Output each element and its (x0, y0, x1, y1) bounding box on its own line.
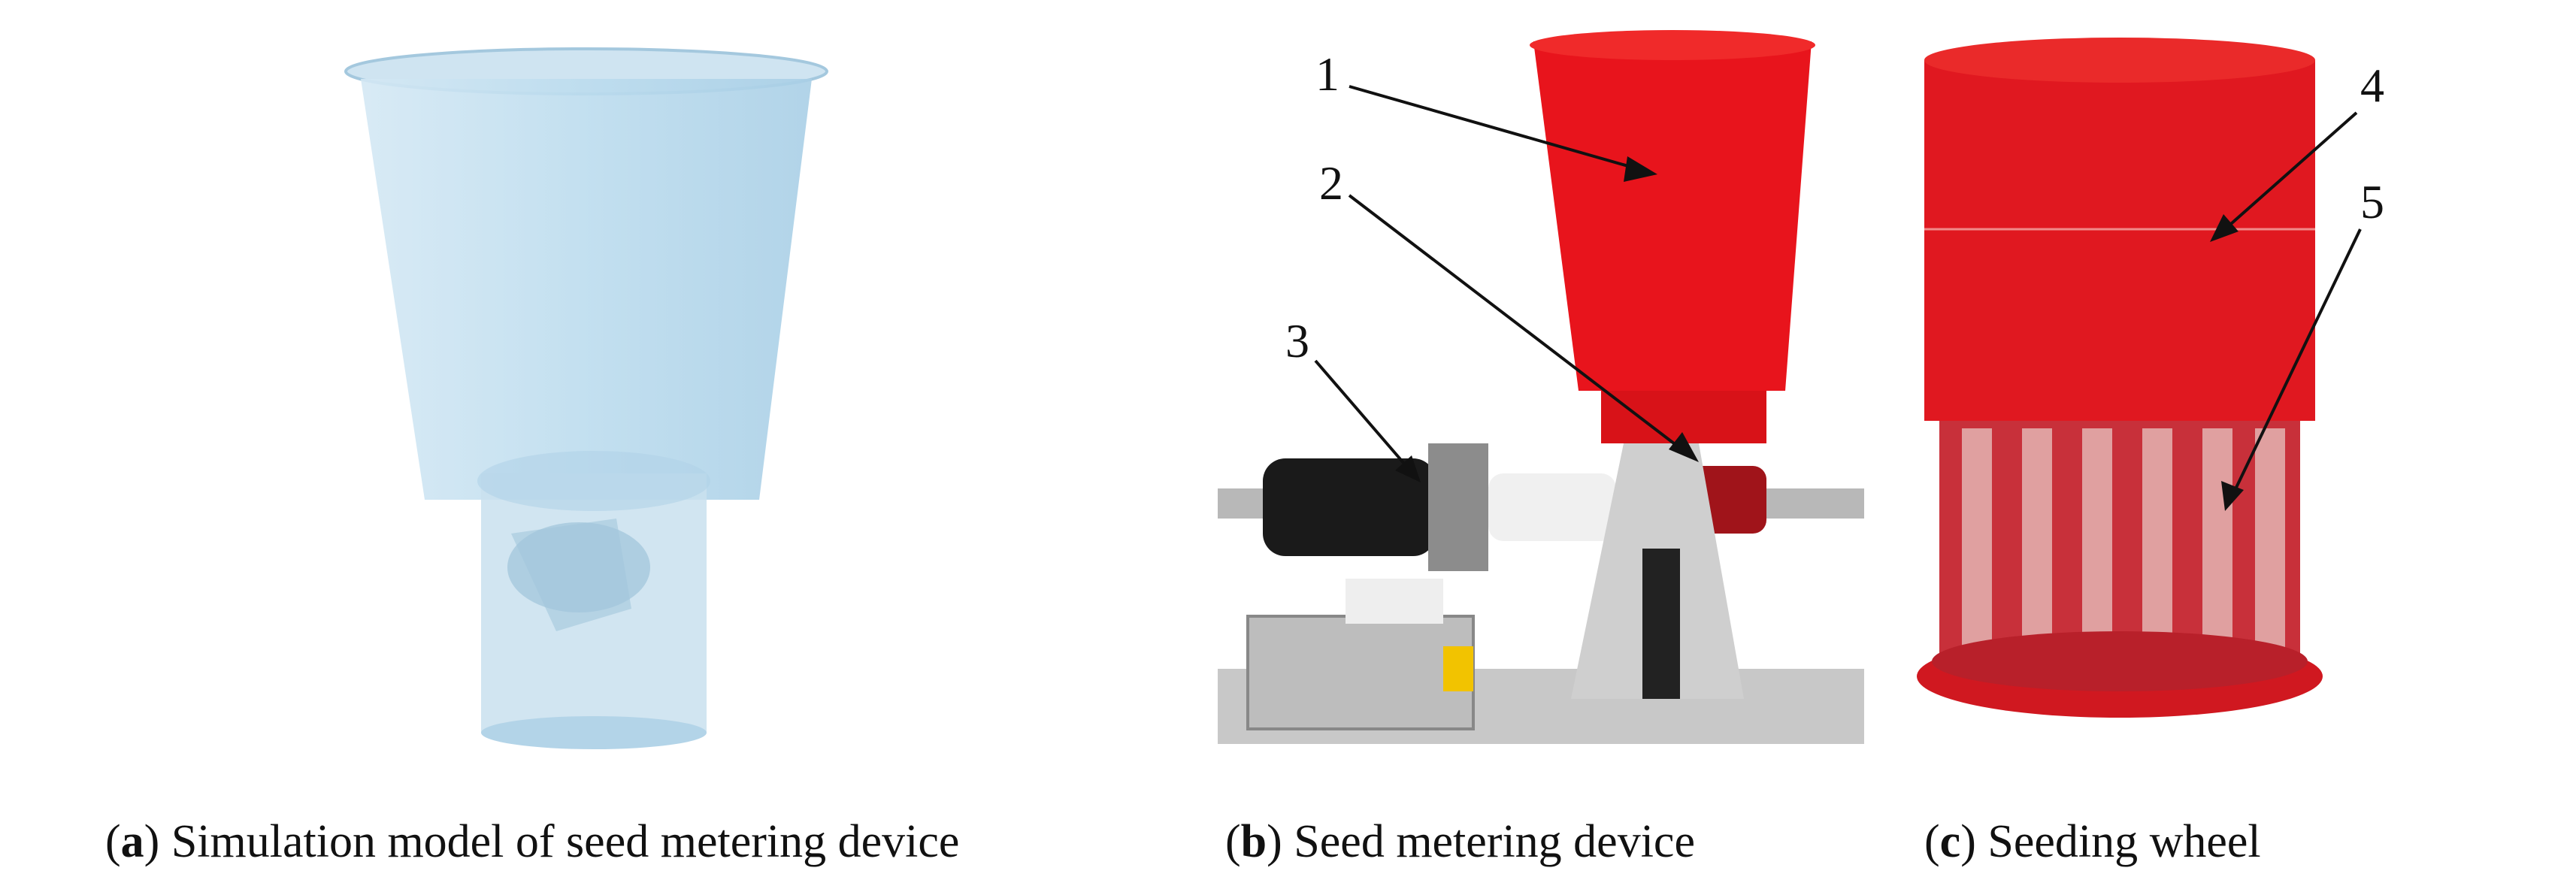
caption-b-letter: b (1240, 816, 1267, 867)
callout-label-1: 1 (1315, 47, 1339, 101)
caption-a-letter: a (120, 816, 144, 867)
callout-1: 1 (1315, 47, 1657, 182)
simulation-model-illustration (331, 38, 857, 751)
caption-a-text: Simulation model of seed metering device (171, 816, 960, 867)
callout-4: 4 (2210, 59, 2384, 242)
caption-a: (a) Simulation model of seed metering de… (105, 816, 960, 867)
seed-metering-device-photo: 1 2 3 (1218, 23, 1864, 744)
caption-b: (b) Seed metering device (1225, 816, 1695, 867)
caption-c-text: Seeding wheel (1987, 816, 2261, 867)
caption-c-letter: c (1939, 816, 1961, 867)
callout-3: 3 (1285, 314, 1421, 482)
seeding-wheel-photo: 4 5 (1909, 30, 2405, 744)
callout-label-2: 2 (1319, 156, 1343, 210)
callout-label-4: 4 (2360, 59, 2384, 112)
callout-5: 5 (2221, 175, 2384, 511)
callout-label-3: 3 (1285, 314, 1309, 367)
callout-label-5: 5 (2360, 175, 2384, 228)
seed-metering-device-drawing: 1 2 3 (1218, 30, 1864, 744)
caption-c: (c) Seeding wheel (1924, 816, 2261, 867)
simulation-model-drawing (344, 47, 828, 749)
caption-b-text: Seed metering device (1294, 816, 1695, 867)
callout-2: 2 (1319, 156, 1699, 462)
seeding-wheel-drawing: 4 5 (1917, 38, 2384, 718)
